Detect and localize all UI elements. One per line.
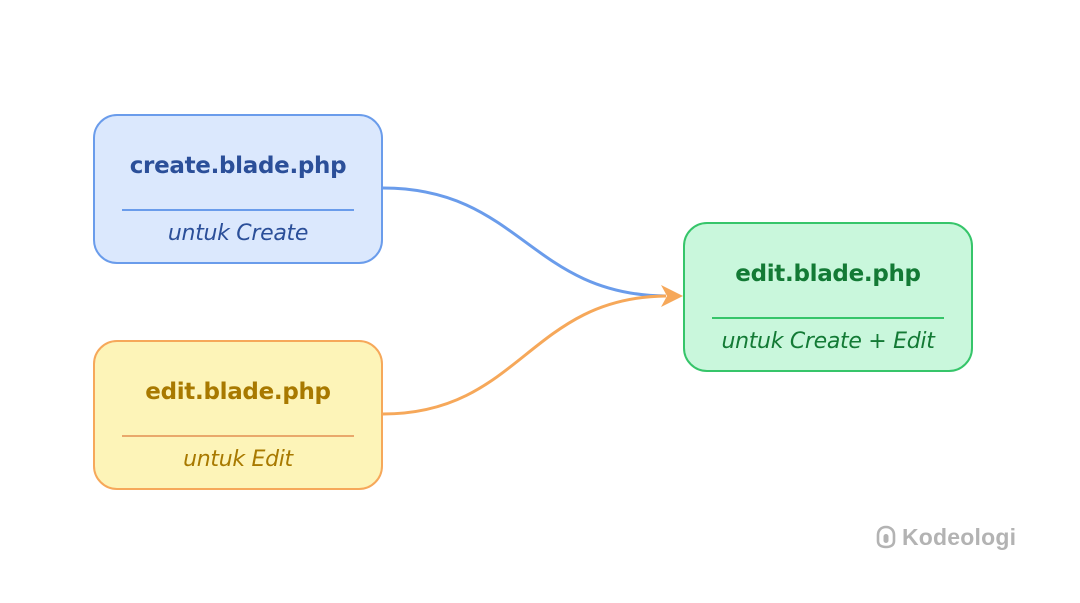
node-title: create.blade.php bbox=[129, 153, 347, 179]
kodeologi-watermark: Kodeologi bbox=[876, 522, 1016, 552]
node-subtitle: untuk Create + Edit bbox=[721, 329, 935, 354]
kodeologi-logo-icon bbox=[876, 525, 896, 549]
brand-name: Kodeologi bbox=[902, 523, 1017, 550]
node-title: edit.blade.php bbox=[735, 261, 921, 287]
node-divider bbox=[122, 435, 354, 437]
node-divider bbox=[712, 317, 944, 319]
node-title: edit.blade.php bbox=[145, 379, 331, 405]
node-edit-blade-source: edit.blade.php untuk Edit bbox=[93, 340, 383, 490]
node-subtitle: untuk Edit bbox=[183, 447, 293, 472]
node-divider bbox=[122, 209, 354, 211]
node-subtitle: untuk Create bbox=[167, 221, 309, 246]
node-edit-blade-merged: edit.blade.php untuk Create + Edit bbox=[683, 222, 973, 372]
node-create-blade: create.blade.php untuk Create bbox=[93, 114, 383, 264]
edge-edit-to-edit bbox=[382, 294, 667, 416]
arrowhead-icon bbox=[661, 285, 683, 307]
edge-create-to-edit bbox=[382, 186, 667, 298]
